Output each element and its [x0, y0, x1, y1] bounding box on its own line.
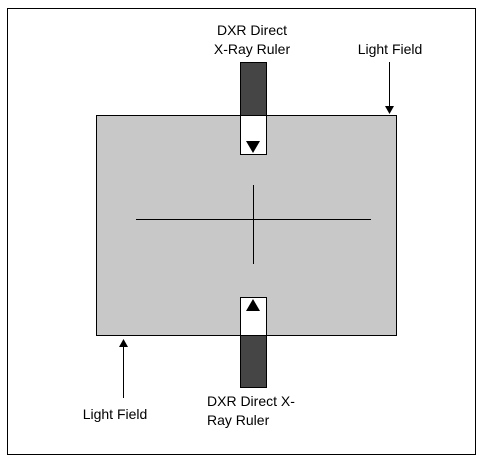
bottom-light-field-arrow: [119, 339, 128, 398]
arrow-up-icon: [119, 339, 128, 347]
bottom-ruler-label-line2: Ray Ruler: [207, 412, 270, 428]
top-ruler: [240, 62, 267, 155]
top-ruler-marker-down-icon: [246, 141, 260, 153]
bottom-ruler-marker-up-icon: [246, 299, 260, 311]
bottom-light-field-label: Light Field: [83, 406, 148, 422]
top-ruler-label-line2: X-Ray Ruler: [214, 41, 291, 57]
top-light-field-arrow: [385, 62, 394, 114]
bottom-ruler-label-line1: DXR Direct X-: [207, 393, 295, 409]
top-ruler-label-line1: DXR Direct: [217, 22, 287, 38]
bottom-ruler: [240, 297, 267, 388]
arrow-down-icon: [385, 106, 394, 114]
diagram-border: [7, 8, 476, 455]
top-light-field-label: Light Field: [358, 41, 423, 57]
